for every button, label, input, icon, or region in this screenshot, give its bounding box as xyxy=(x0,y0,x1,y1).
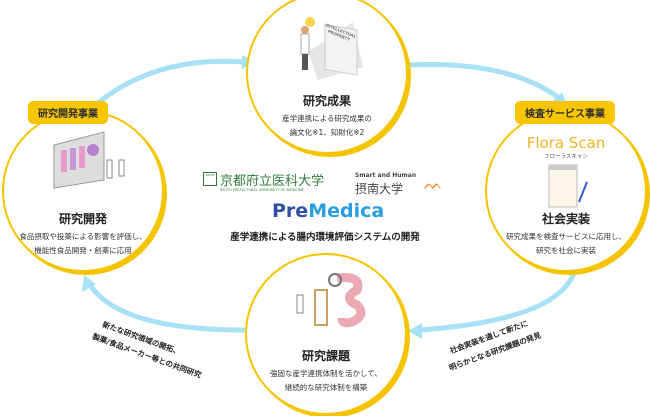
research-results-desc-2: 論文化※1、知財化※2 xyxy=(289,128,365,137)
circle-research-results: INTELLECTUAL PROPERTY 研究成果 産学連携による研究成果の … xyxy=(246,0,408,154)
kpum-english: KYOTO PREFECTURAL UNIVERSITY OF MEDICINE xyxy=(220,188,304,192)
presentation-illustration xyxy=(53,131,125,189)
premedica-medica: Medica xyxy=(308,200,385,222)
circle-research-development: 研究開発 食品摂取や投薬による影響を評価し、 機能性食品開発・創薬に応用 xyxy=(2,110,164,272)
research-development-desc-1: 食品摂取や投薬による影響を評価し、 xyxy=(19,232,147,241)
setsunan-logo-icon: ᨓ xyxy=(424,174,444,193)
arrow-head xyxy=(82,275,96,292)
arrow-head xyxy=(408,323,422,339)
research-results-desc-1: 産学連携による研究成果の xyxy=(282,114,372,123)
arc-top-right xyxy=(407,61,564,102)
arc-bottom-left xyxy=(87,283,246,333)
premedica-logo: PreMedica xyxy=(272,200,384,222)
arc-right-bottom xyxy=(419,269,578,333)
research-issues-desc-2: 継続的な研究体制を構築 xyxy=(284,383,368,392)
tag-testing-business: 検査サービス事業 xyxy=(515,101,615,124)
florascan-kana: フローラスキャン xyxy=(544,154,588,160)
test-kit-illustration xyxy=(548,164,588,208)
research-issues-title: 研究課題 xyxy=(301,349,350,363)
intellectual-property-illustration xyxy=(300,17,363,80)
kpum-name: 京都府立医科大学 xyxy=(220,174,325,189)
setsunan-name: 摂南大学 xyxy=(355,182,404,196)
gut-research-illustration xyxy=(296,273,366,328)
social-implementation-desc-2: 研究を社会に実装 xyxy=(536,246,596,255)
florascan-logo: Flora Scan xyxy=(526,134,606,152)
circle-research-issues: 研究課題 強固な産学連携体制を活かして、 継続的な研究体制を構築 xyxy=(245,253,407,415)
kpum-logo: KPUM xyxy=(203,172,217,186)
research-issues-desc-1: 強固な産学連携体制を活かして、 xyxy=(270,369,382,378)
setsunan-tagline: Smart and Human xyxy=(355,172,417,179)
research-results-title: 研究成果 xyxy=(302,94,351,108)
research-development-desc-2: 機能性食品開発・創薬に応用 xyxy=(34,246,132,255)
social-implementation-title: 社会実装 xyxy=(541,212,590,226)
tag-rd-business: 研究開発事業 xyxy=(28,101,108,124)
circle-social-implementation: Flora Scan フローラスキャン 社会実装 研究成果を検査サービスに応用し… xyxy=(485,110,647,272)
premedica-pre: Pre xyxy=(272,200,309,222)
center-subtitle: 産学連携による腸内環境評価システムの開発 xyxy=(230,232,420,243)
social-implementation-desc-1: 研究成果を検査サービスに応用し、 xyxy=(506,232,626,241)
research-development-title: 研究開発 xyxy=(58,212,107,226)
arc-left-top xyxy=(88,58,246,112)
